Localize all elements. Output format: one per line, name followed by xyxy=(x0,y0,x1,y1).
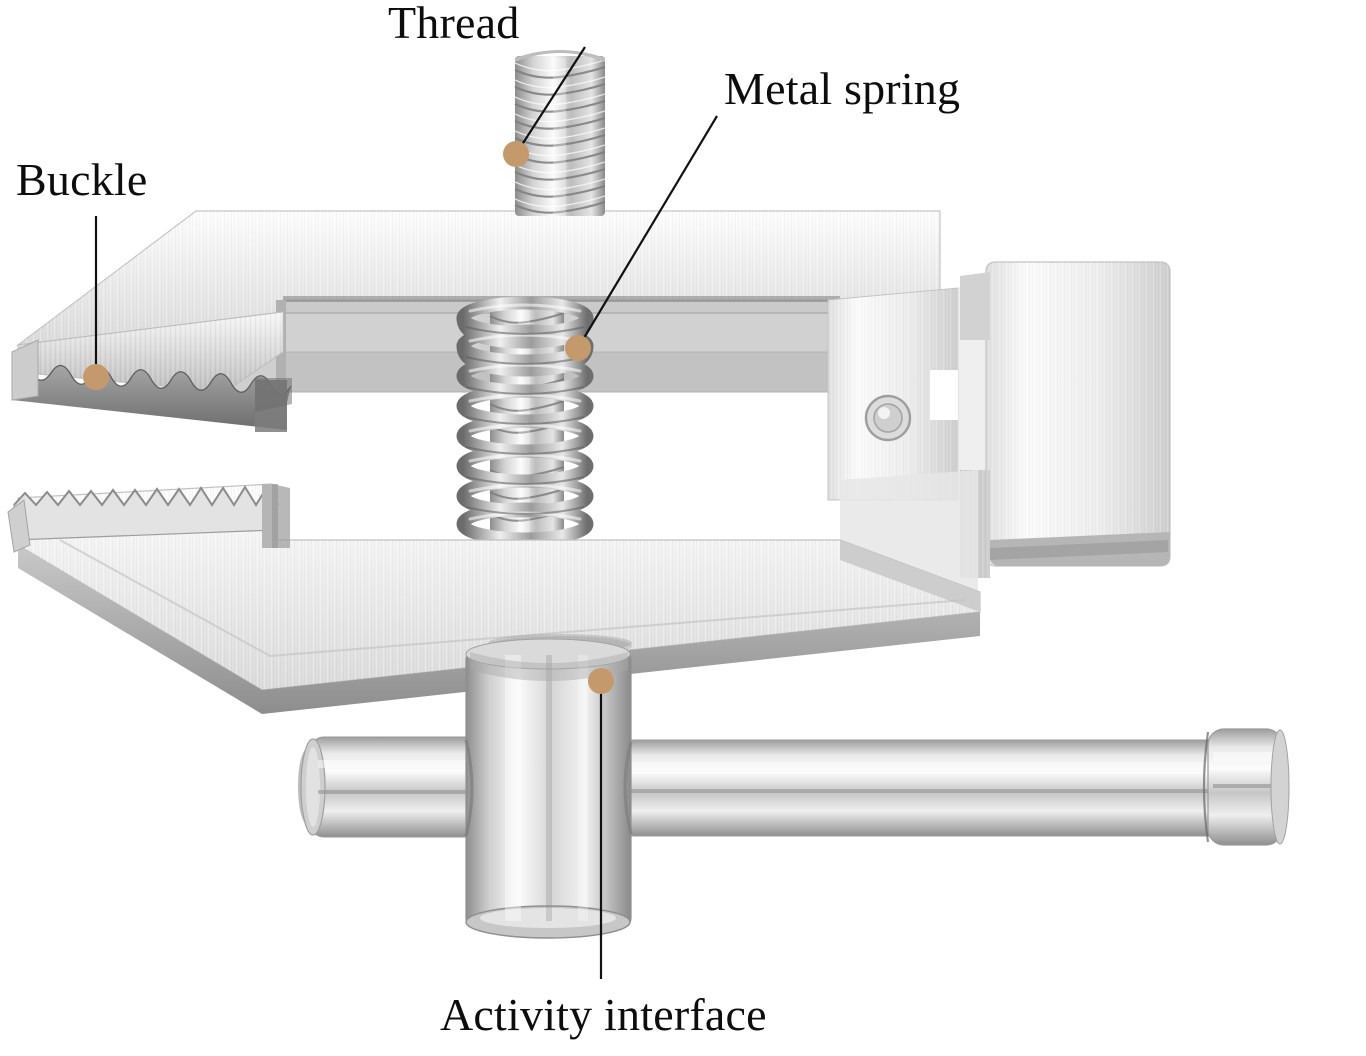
sliding-block xyxy=(960,261,1171,578)
callout-activity-interface xyxy=(588,668,614,979)
marker-dot-activity-interface xyxy=(588,668,614,694)
threaded-screw xyxy=(514,50,606,216)
callout-label-thread: Thread xyxy=(388,0,520,48)
callout-metal-spring xyxy=(565,115,718,361)
upper-jaw-serrations xyxy=(11,363,292,432)
callout-layer xyxy=(83,46,718,979)
callout-thread xyxy=(503,46,586,167)
lower-jaw-serrations xyxy=(13,484,290,548)
t-handle-bar xyxy=(298,728,1290,846)
t-handle-hub xyxy=(464,638,633,939)
callout-label-activity-interface: Activity interface xyxy=(440,989,767,1040)
marker-dot-thread xyxy=(503,141,529,167)
marker-dot-buckle xyxy=(83,364,109,390)
callout-label-metal-spring: Metal spring xyxy=(724,63,961,114)
coil-spring xyxy=(456,296,594,546)
callout-buckle xyxy=(83,216,109,390)
leader-line-thread xyxy=(515,46,586,155)
callout-label-buckle: Buckle xyxy=(16,154,148,205)
rivet-pin xyxy=(864,394,912,442)
marker-dot-metal-spring xyxy=(565,335,591,361)
leader-line-metal-spring xyxy=(577,115,718,349)
lower-jaw-plate xyxy=(7,483,981,714)
